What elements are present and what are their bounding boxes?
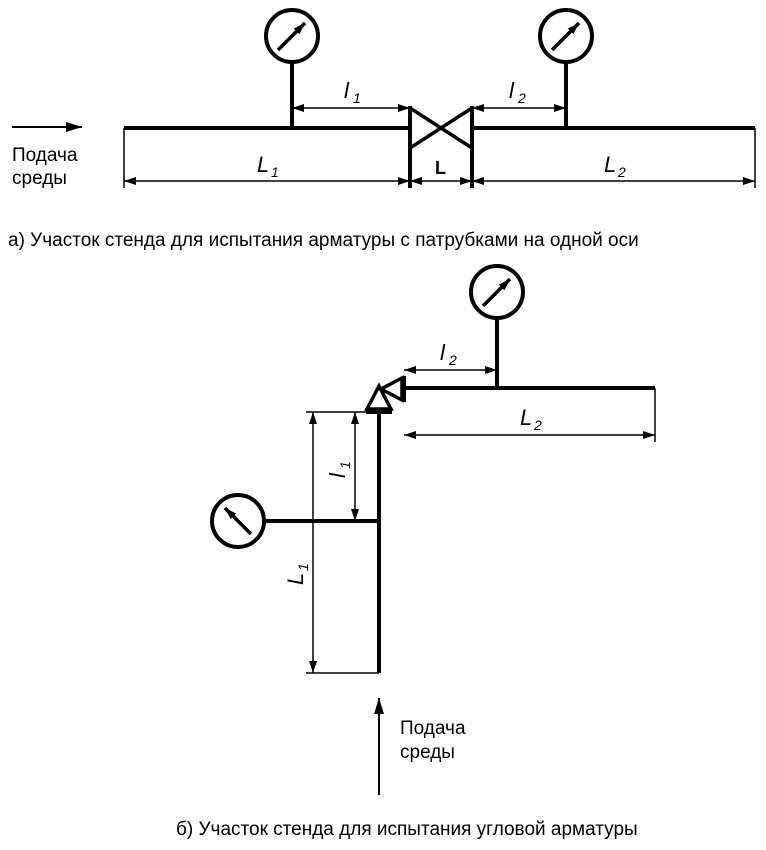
feed-label-line2-b: среды	[400, 742, 455, 763]
dimension-l2-b: l 2	[404, 340, 497, 374]
pressure-gauge-3-icon	[469, 264, 525, 388]
dim-l2-label-a: l	[509, 78, 515, 103]
diagram-b: l 2 L 2 l 1 L 1 Подача ср	[176, 264, 656, 840]
dimension-l2-a: l 2	[472, 78, 566, 112]
pressure-gauge-1-icon	[264, 8, 320, 128]
feed-label-line2-a: среды	[12, 168, 67, 189]
feed-label-line1-b: Подача	[400, 718, 466, 739]
caption-b: б) Участок стенда для испытания угловой …	[176, 819, 638, 840]
dim-l1-label-a: l	[344, 78, 350, 103]
caption-a: а) Участок стенда для испытания арматуры…	[8, 230, 639, 251]
dim-L1-sub-a: 1	[271, 164, 279, 180]
dimension-L1-a: L 1	[124, 152, 410, 185]
dimension-L2-b: L 2	[404, 405, 655, 439]
feed-label-line1-a: Подача	[12, 145, 78, 166]
dim-l1-sub-a: 1	[353, 90, 361, 106]
dim-l2-sub-b: 2	[448, 352, 457, 368]
dim-l1-label-b: l	[325, 472, 350, 478]
dimension-L-a: L	[410, 158, 472, 185]
dim-L2-sub-b: 2	[533, 417, 542, 433]
dimension-l1-a: l 1	[292, 78, 410, 112]
dim-L2-label-a: L	[604, 152, 616, 177]
pressure-gauge-4-icon	[210, 493, 379, 549]
dim-L2-label-b: L	[520, 405, 532, 430]
dim-L1-label-b: L	[283, 573, 308, 585]
dim-L2-sub-a: 2	[617, 164, 626, 180]
gate-valve-a	[408, 106, 474, 188]
vertical-pipe-b	[306, 412, 381, 674]
dim-L1-sub-b: 1	[295, 563, 311, 571]
dimension-l1-b: l 1	[325, 412, 359, 521]
dimension-L2-a: L 2	[472, 152, 755, 185]
dim-l2-label-b: l	[440, 340, 446, 365]
dim-L1-label-a: L	[257, 152, 269, 177]
horizontal-pipe-b	[404, 386, 656, 442]
dim-l1-sub-b: 1	[337, 461, 353, 469]
right-pipe-a	[472, 126, 756, 188]
dim-L-label-a: L	[435, 158, 446, 178]
angle-valve-b	[364, 375, 406, 414]
diagram-a: Подача среды	[8, 8, 756, 251]
pressure-gauge-2-icon	[538, 8, 594, 128]
dimension-L1-b: L 1	[283, 411, 366, 673]
dim-l2-sub-a: 2	[517, 90, 526, 106]
